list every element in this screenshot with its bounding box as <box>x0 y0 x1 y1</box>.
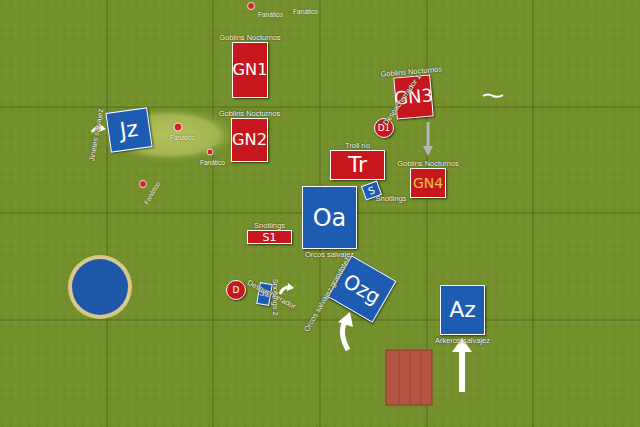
unit-block: D1Despachurrador 1 <box>374 118 394 138</box>
unit-name: Goblins Nocturnos <box>397 160 459 168</box>
unit-block: AzArkeros salvajez <box>440 285 485 335</box>
unit-block: DDespachurrador <box>226 280 246 300</box>
unit-code: Oa <box>313 206 347 230</box>
unit-code: Jz <box>119 118 140 142</box>
unit-name: Goblins Nocturnos <box>219 34 281 42</box>
unit-code: S <box>367 185 376 197</box>
unit-name: Troll río <box>345 142 370 150</box>
unit-block: S1Snotlings <box>247 230 292 244</box>
unit-code: Az <box>449 299 476 321</box>
unit-block: TrTroll río <box>330 150 385 180</box>
unit-code: D <box>233 286 240 295</box>
unit-code: GN2 <box>232 132 267 148</box>
unit-code: Ozg <box>340 271 384 308</box>
unit-name: Arkeros salvajez <box>435 337 490 345</box>
pond-bank <box>68 255 132 319</box>
unit-code: Tr <box>348 154 367 176</box>
unit-code: GN1 <box>233 62 268 78</box>
unit-name: Snotlings <box>375 195 406 203</box>
movement-arrows <box>92 122 472 392</box>
hill <box>102 107 238 163</box>
building <box>386 350 432 405</box>
marker <box>483 95 503 97</box>
unit-block: GN2Goblins Nocturnos <box>231 118 268 162</box>
fanatic-label: Fanático <box>258 12 283 19</box>
fanatic-label: Fanático <box>200 160 225 167</box>
fanatic-label: Fanático <box>293 9 318 16</box>
unit-block: GN1Goblins Nocturnos <box>232 42 268 98</box>
unit-code: S1 <box>263 232 277 243</box>
pond <box>72 259 128 315</box>
unit-block: JzJinetes salvajez <box>105 107 152 152</box>
fanatic-label: Fanático <box>170 135 195 142</box>
unit-name: Goblins Nocturnos <box>219 110 281 118</box>
unit-name: Snotlings <box>254 222 285 230</box>
unit-block: OaOrcos salvajez <box>302 186 357 249</box>
unit-code: GN4 <box>413 176 443 190</box>
unit-block: GN4Goblins Nocturnos <box>410 168 446 198</box>
